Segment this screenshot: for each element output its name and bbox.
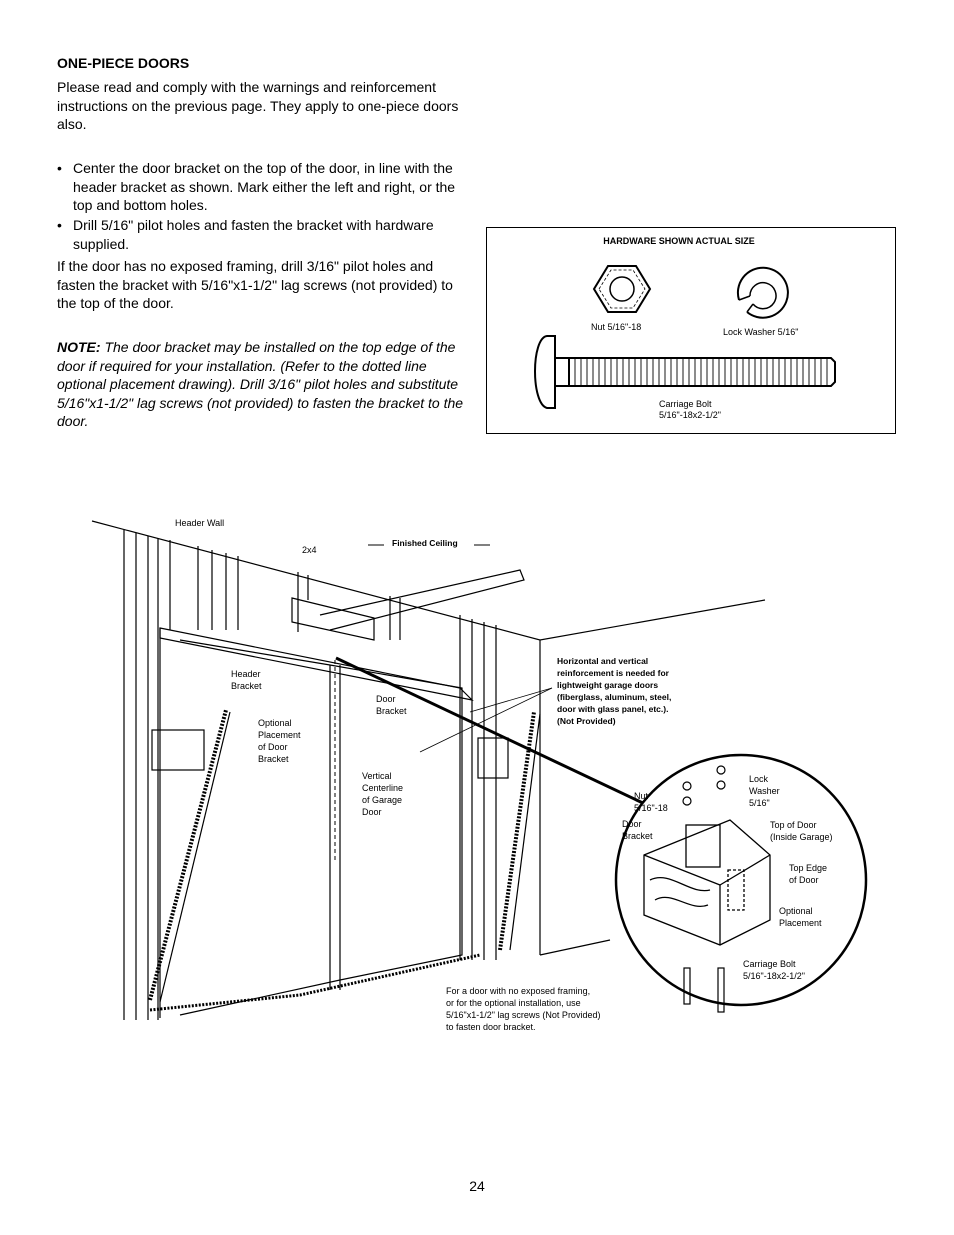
garage-structure	[91, 520, 766, 1020]
label-centerline-2: Centerline	[362, 783, 403, 793]
lag-note-4: to fasten door bracket.	[446, 1022, 536, 1032]
detail-washer-2: Washer	[749, 786, 780, 796]
detail-leader-line	[335, 656, 701, 832]
label-header-bracket-1: Header	[231, 669, 261, 679]
bullet-item: • Drill 5/16" pilot holes and fasten the…	[57, 216, 472, 254]
lag-note-2: or for the optional installation, use	[446, 998, 581, 1008]
bullet-marker: •	[57, 160, 62, 176]
hardware-box: HARDWARE SHOWN ACTUAL SIZE Nut 5/16"-18 …	[486, 227, 896, 434]
bolt-label-1: Carriage Bolt	[659, 399, 712, 409]
reinforcement-line-3: lightweight garage doors	[557, 680, 658, 690]
label-header-wall: Header Wall	[175, 518, 224, 528]
label-door-bracket-1: Door	[376, 694, 396, 704]
label-optional-4: Bracket	[258, 754, 289, 764]
reinforcement-line-5: door with glass panel, etc.).	[557, 704, 668, 714]
detail-bolt-2: 5/16"-18x2-1/2"	[743, 971, 805, 981]
detail-bolt-1: Carriage Bolt	[743, 959, 796, 969]
spring-assembly	[148, 709, 541, 1012]
nut-icon	[592, 265, 652, 313]
carriage-bolt-icon	[534, 335, 836, 409]
garage-door-diagram: Header Wall 2x4 Finished Ceiling Header …	[91, 518, 868, 1032]
detail-bracket-2: Bracket	[622, 831, 653, 841]
note-label: NOTE:	[57, 339, 101, 355]
bullet-text: Drill 5/16" pilot holes and fasten the b…	[73, 217, 434, 252]
detail-top-1: Top of Door	[770, 820, 817, 830]
label-optional-2: Placement	[258, 730, 301, 740]
detail-circle	[614, 753, 868, 1007]
lock-washer-icon	[736, 266, 789, 319]
detail-edge-1: Top Edge	[789, 863, 827, 873]
page-number: 24	[469, 1178, 485, 1194]
label-door-bracket-2: Bracket	[376, 706, 407, 716]
label-optional-3: of Door	[258, 742, 288, 752]
reinforcement-line-1: Horizontal and vertical	[557, 656, 648, 666]
hardware-title: HARDWARE SHOWN ACTUAL SIZE	[603, 236, 755, 246]
nut-label: Nut 5/16"-18	[591, 322, 641, 332]
label-optional-1: Optional	[258, 718, 292, 728]
washer-label: Lock Washer 5/16"	[723, 327, 798, 337]
reinforcement-line-2: reinforcement is needed for	[557, 668, 670, 678]
detail-top-2: (Inside Garage)	[770, 832, 833, 842]
lag-note-1: For a door with no exposed framing,	[446, 986, 590, 996]
lag-note-3: 5/16"x1-1/2" lag screws (Not Provided)	[446, 1010, 600, 1020]
label-centerline-3: of Garage	[362, 795, 402, 805]
label-2x4: 2x4	[302, 545, 317, 555]
label-finished-ceiling: Finished Ceiling	[392, 538, 458, 548]
bullet-item: • Center the door bracket on the top of …	[57, 159, 472, 215]
bullet-marker: •	[57, 217, 62, 233]
bolt-label-2: 5/16"-18x2-1/2"	[659, 410, 721, 420]
detail-optional-1: Optional	[779, 906, 813, 916]
label-centerline-1: Vertical	[362, 771, 392, 781]
label-header-bracket-2: Bracket	[231, 681, 262, 691]
detail-edge-2: of Door	[789, 875, 819, 885]
detail-washer-1: Lock	[749, 774, 769, 784]
intro-paragraph: Please read and comply with the warnings…	[57, 79, 459, 132]
detail-hardware-icons	[682, 765, 726, 1013]
detail-bracket-1: Door	[622, 819, 642, 829]
hardware-illustration: HARDWARE SHOWN ACTUAL SIZE Nut 5/16"-18 …	[534, 236, 836, 420]
detail-nut-2: 5/16"-18	[634, 803, 668, 813]
note-text: The door bracket may be installed on the…	[57, 339, 464, 429]
reinforcement-line-6: (Not Provided)	[557, 716, 616, 726]
detail-optional-2: Placement	[779, 918, 822, 928]
bullet-text: Center the door bracket on the top of th…	[73, 160, 456, 213]
door-top-detail	[643, 819, 771, 946]
label-centerline-4: Door	[362, 807, 382, 817]
reinforcement-line-4: (fiberglass, aluminum, steel,	[557, 692, 671, 702]
detail-washer-3: 5/16"	[749, 798, 770, 808]
note-paragraph: NOTE: The door bracket may be installed …	[57, 338, 475, 431]
section-heading: ONE-PIECE DOORS	[57, 55, 190, 71]
no-framing-paragraph: If the door has no exposed framing, dril…	[57, 258, 453, 311]
detail-nut-1: Nut	[634, 791, 649, 801]
